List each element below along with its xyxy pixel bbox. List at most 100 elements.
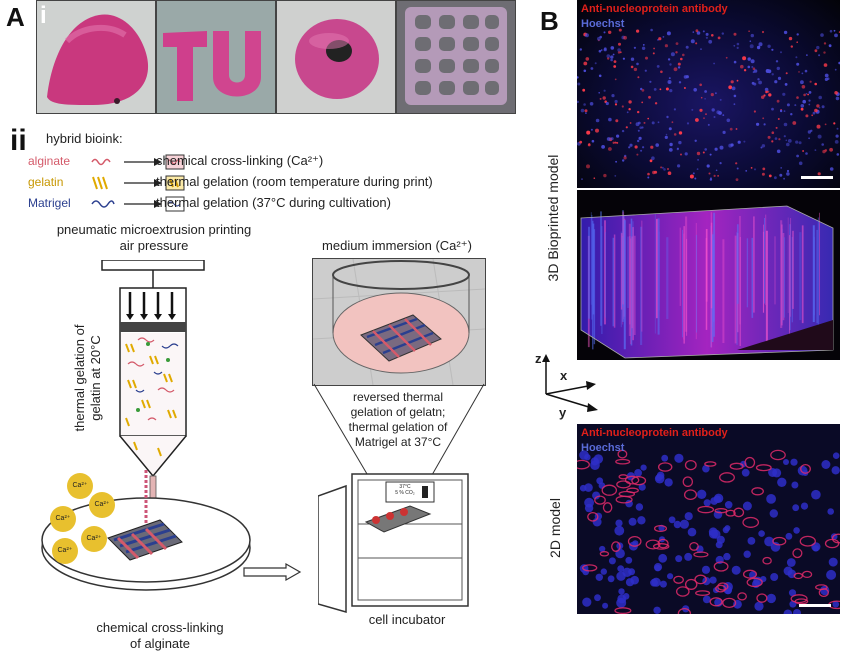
photo-printed-lobe bbox=[36, 0, 156, 114]
fluorescent-nucleus bbox=[762, 117, 765, 120]
fluorescent-nucleus bbox=[771, 131, 775, 134]
infected-cell bbox=[714, 508, 728, 514]
fluorescent-nucleus bbox=[630, 65, 634, 69]
infected-cell bbox=[742, 516, 760, 528]
fluorescent-nucleus bbox=[657, 121, 660, 124]
infected-cell bbox=[697, 505, 715, 514]
fluorescent-nucleus bbox=[796, 96, 799, 99]
fluorescent-nucleus bbox=[586, 164, 590, 169]
cell-nucleus bbox=[651, 577, 661, 587]
cell-nucleus bbox=[769, 509, 778, 518]
fluorescent-nucleus bbox=[629, 122, 632, 124]
fluorescent-nucleus bbox=[667, 58, 671, 61]
infected-cell bbox=[815, 584, 828, 591]
bioink-material-alginate: alginate bbox=[28, 154, 71, 168]
fluorescent-nucleus bbox=[761, 144, 766, 148]
fluorescent-nucleus bbox=[704, 98, 706, 100]
syringe-gelation-label: thermal gelation of gelatin at 20°C bbox=[72, 298, 108, 458]
fluorescent-nucleus bbox=[580, 108, 585, 113]
cell-nucleus bbox=[614, 525, 625, 536]
infected-cell bbox=[831, 533, 840, 544]
axis-y-label: y bbox=[559, 405, 567, 420]
fluorescent-nucleus bbox=[748, 30, 750, 32]
fluorescent-nucleus bbox=[783, 110, 786, 112]
fluorescent-nucleus bbox=[834, 91, 838, 95]
fluorescent-nucleus bbox=[817, 172, 821, 176]
fluorescent-nucleus bbox=[750, 167, 753, 169]
infected-cell bbox=[717, 582, 729, 591]
infected-cell bbox=[704, 461, 717, 467]
fluorescent-nucleus bbox=[583, 61, 588, 66]
fluorescent-nucleus bbox=[659, 88, 662, 91]
cell-nucleus bbox=[661, 454, 669, 462]
fluorescence-2d-cells bbox=[577, 449, 840, 614]
fluorescent-nucleus bbox=[695, 118, 699, 122]
fluorescent-nucleus bbox=[692, 172, 695, 175]
fluorescent-nucleus bbox=[621, 105, 624, 108]
fluorescent-nucleus bbox=[756, 45, 761, 50]
fluorescent-nucleus bbox=[598, 49, 602, 53]
fluorescent-nucleus bbox=[655, 143, 659, 147]
infected-cell bbox=[693, 551, 709, 558]
fluorescent-nucleus bbox=[667, 171, 672, 175]
cell-nucleus bbox=[593, 454, 604, 464]
stain-red-label-2d: Anti-nucleoprotein antibody bbox=[581, 427, 728, 439]
fluorescent-nucleus bbox=[603, 173, 607, 178]
fluorescent-nucleus bbox=[783, 30, 788, 35]
cell-nucleus bbox=[790, 458, 798, 466]
infected-cell bbox=[824, 538, 840, 549]
infected-cell bbox=[689, 541, 699, 551]
stain-red-label-3d: Anti-nucleoprotein antibody bbox=[581, 3, 728, 15]
stain-blue-label-2d: Hoechst bbox=[581, 442, 625, 454]
infected-cell bbox=[755, 464, 772, 472]
fluorescent-nucleus bbox=[700, 48, 702, 50]
incubator-display: 37°C 5 % CO₂ bbox=[388, 484, 422, 496]
fluorescent-nucleus bbox=[804, 69, 808, 73]
cell-nucleus bbox=[722, 526, 730, 534]
syringe-illustration bbox=[101, 260, 205, 510]
fluorescent-nucleus bbox=[636, 62, 639, 66]
syringe-gelation-line1: thermal gelation of bbox=[72, 324, 87, 432]
fluorescent-nucleus bbox=[829, 29, 833, 33]
fluorescent-nucleus bbox=[595, 118, 600, 123]
fluorescent-nucleus bbox=[731, 86, 736, 91]
fluorescent-nucleus bbox=[649, 80, 652, 83]
infected-cell bbox=[587, 511, 599, 522]
fluorescent-nucleus bbox=[633, 67, 638, 72]
infected-cell bbox=[799, 535, 816, 547]
fluorescent-nucleus bbox=[648, 95, 651, 99]
fluorescent-nucleus bbox=[833, 122, 836, 125]
fluorescent-nucleus bbox=[780, 51, 782, 54]
fluorescent-nucleus bbox=[736, 46, 739, 50]
fluorescent-nucleus bbox=[690, 39, 695, 44]
fluorescent-nucleus bbox=[798, 141, 802, 145]
fluorescent-nucleus bbox=[821, 143, 824, 146]
fluorescent-nucleus bbox=[733, 32, 737, 36]
cell-nucleus bbox=[618, 588, 625, 595]
fluorescent-nucleus bbox=[673, 67, 678, 72]
fluorescent-nucleus bbox=[786, 172, 790, 176]
fluorescent-nucleus bbox=[637, 129, 640, 132]
fluorescent-nucleus bbox=[800, 107, 804, 111]
fluorescent-nucleus bbox=[696, 168, 699, 171]
incubator-display-co2: 5 % CO₂ bbox=[395, 490, 415, 496]
infected-cell bbox=[645, 539, 661, 550]
cell-nucleus bbox=[724, 501, 733, 509]
fluorescent-nucleus bbox=[771, 48, 774, 51]
fluorescent-nucleus bbox=[665, 133, 668, 136]
cell-nucleus bbox=[607, 575, 615, 583]
fluorescent-nucleus bbox=[633, 46, 636, 49]
fluorescent-nucleus bbox=[636, 29, 640, 33]
fluorescent-nucleus bbox=[608, 147, 612, 151]
infected-cell bbox=[582, 564, 598, 572]
fluorescent-nucleus bbox=[715, 169, 718, 172]
infected-cell bbox=[624, 475, 640, 485]
alginate-arrow bbox=[91, 154, 185, 170]
fluorescent-nucleus bbox=[777, 118, 780, 120]
fluorescent-nucleus bbox=[823, 51, 826, 54]
cell-nucleus bbox=[788, 589, 797, 597]
label-3d-bioprinted-model: 3D Bioprinted model bbox=[545, 154, 561, 282]
fluorescence-3d-volume bbox=[577, 190, 840, 360]
fluorescent-nucleus bbox=[710, 93, 714, 97]
fluorescent-nucleus bbox=[623, 35, 627, 40]
